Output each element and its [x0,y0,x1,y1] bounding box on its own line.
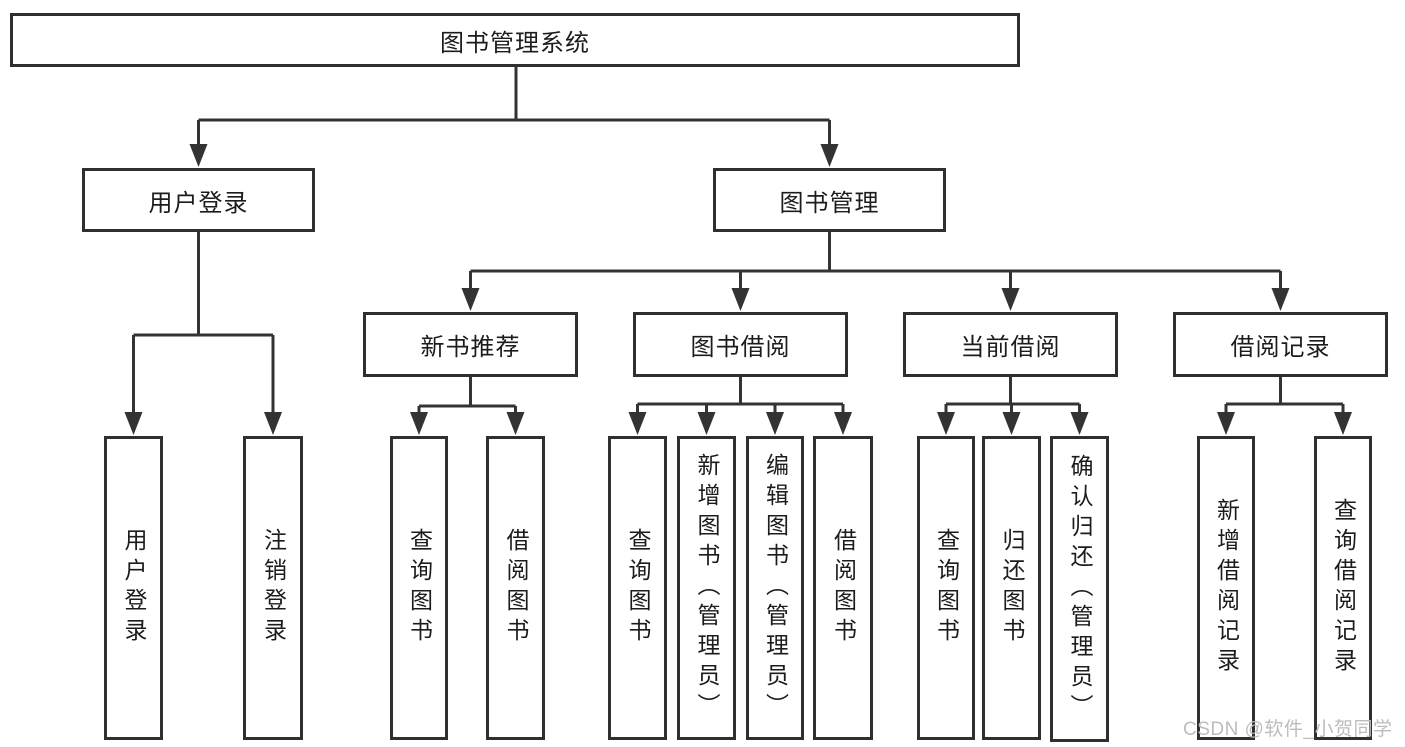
arrowhead [766,412,784,435]
leaf-query-books-borrow: 查询图书 [608,436,667,740]
node-current-borrow: 当前借阅 [903,312,1118,377]
leaf-query-books-recommend: 查询图书 [390,436,448,740]
arrowhead [1271,288,1290,311]
arrowhead [1070,412,1089,435]
arrowhead [834,412,852,435]
connector-line [197,67,831,145]
arrowhead [731,288,750,311]
branch-borrow-records [1217,376,1352,435]
arrowhead [264,412,282,435]
connector-line [636,376,845,414]
node-book-borrow: 图书借阅 [633,312,848,377]
leaf-return-books: 归还图书 [982,436,1041,740]
arrowhead [461,288,480,311]
leaf-user-login: 用户登录 [104,436,163,740]
connector-line [944,376,1081,414]
node-book-management: 图书管理 [713,168,946,232]
csdn-watermark: CSDN @软件_小贺同学 [1183,719,1393,740]
arrowhead [1001,288,1020,311]
leaf-logout: 注销登录 [243,436,303,740]
connector-line [1224,376,1345,414]
leaf-borrow-books-recommend: 借阅图书 [486,436,545,740]
arrowhead [628,412,647,435]
leaf-query-borrow-record: 查询借阅记录 [1314,436,1372,740]
branch-current-borrow [937,376,1089,435]
connector-line [417,376,517,414]
leaf-borrow-books: 借阅图书 [813,436,873,740]
node-new-book-recommend: 新书推荐 [363,312,578,377]
leaf-add-borrow-record: 新增借阅记录 [1197,436,1255,740]
arrowhead [697,412,716,435]
node-borrow-records: 借阅记录 [1173,312,1388,377]
node-user-login: 用户登录 [82,168,315,232]
branch-book-management [461,231,1290,311]
leaf-confirm-return-admin: 确认归还（管理员） [1050,436,1109,742]
arrowhead [189,144,208,167]
leaf-query-books-current: 查询图书 [917,436,975,740]
arrowhead [820,144,839,167]
arrowhead [410,412,428,435]
arrowhead [1002,412,1021,435]
connector-line [469,231,1282,289]
arrowhead [124,412,143,435]
branch-user-login [124,231,282,435]
arrowhead [937,412,955,435]
branch-book-borrow [628,376,852,435]
arrowhead [1334,412,1352,435]
node-library-system: 图书管理系统 [10,13,1020,67]
leaf-edit-books-admin: 编辑图书（管理员） [746,436,804,740]
connector-line [132,231,275,413]
arrowhead [506,412,525,435]
branch-new-book-recommend [410,376,525,435]
arrowhead [1217,412,1235,435]
leaf-add-books-admin: 新增图书（管理员） [677,436,736,740]
branch-root [189,67,839,167]
